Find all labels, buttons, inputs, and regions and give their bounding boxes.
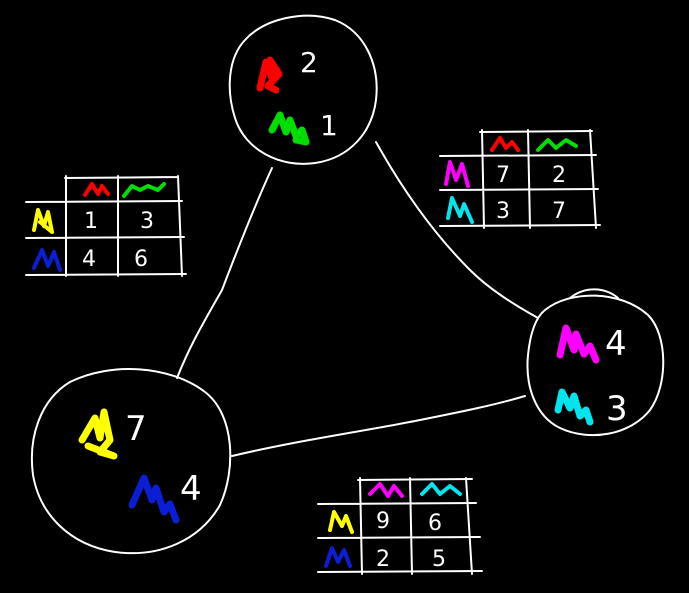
table-top-left-col2-green-icon — [122, 182, 166, 198]
table-top-right-col1-red-icon — [490, 136, 520, 152]
node-right-cyan-value: 3 — [606, 389, 628, 429]
node-left-circle — [30, 368, 232, 555]
table-top-right: 7 2 3 7 — [439, 129, 601, 229]
table-bottom-cell-r1c1: 9 — [376, 509, 390, 534]
green-scribble-icon — [268, 111, 310, 146]
node-right-magenta-value: 4 — [605, 324, 627, 364]
node-right: 4 3 — [526, 288, 665, 437]
edge-top-left — [176, 167, 273, 379]
table-bottom-col1-magenta-icon — [368, 482, 404, 498]
table-top-left: 1 3 4 6 — [25, 175, 187, 277]
table-top-left-row2-blue-icon — [32, 248, 62, 272]
table-top-left-row1-yellow-icon — [32, 208, 54, 234]
table-bottom-cell-r2c1: 2 — [376, 547, 390, 572]
table-bottom-cell-r2c2: 5 — [432, 547, 446, 572]
node-right-circle — [526, 294, 665, 437]
table-top-right-cell-r2c2: 7 — [552, 199, 566, 224]
table-top-right-row1-magenta-icon — [444, 160, 470, 188]
edge-top-right — [375, 141, 539, 319]
table-top-right-row2-cyan-icon — [446, 196, 474, 224]
node-top-red-value: 2 — [300, 46, 318, 79]
node-left-blue-value: 4 — [180, 469, 202, 509]
edge-left-right — [231, 395, 526, 457]
table-top-right-col2-green-icon — [536, 138, 578, 152]
node-left: 7 4 — [30, 368, 232, 555]
table-bottom-col2-cyan-icon — [420, 482, 462, 496]
table-top-left-cell-r2c2: 6 — [134, 247, 148, 272]
node-top-circle — [228, 14, 378, 165]
table-top-left-cell-r1c1: 1 — [84, 209, 98, 234]
table-bottom-grid — [317, 477, 483, 575]
table-top-right-cell-r1c1: 7 — [496, 163, 510, 188]
table-top-left-cell-r2c1: 4 — [82, 247, 96, 272]
table-top-left-grid — [25, 175, 187, 277]
table-bottom-cell-r1c2: 6 — [428, 511, 442, 536]
table-top-left-cell-r1c2: 3 — [140, 209, 154, 234]
table-top-left-col1-red-icon — [83, 182, 110, 197]
table-top-right-cell-r1c2: 2 — [552, 163, 566, 188]
table-bottom: 9 6 2 5 — [317, 477, 483, 575]
blue-scribble-icon — [128, 474, 180, 524]
yellow-scribble-icon — [78, 408, 118, 460]
table-top-right-grid — [439, 129, 601, 229]
cyan-scribble-icon — [554, 388, 594, 426]
node-left-yellow-value: 7 — [125, 409, 147, 449]
table-top-right-cell-r2c1: 3 — [496, 199, 510, 224]
magenta-scribble-icon — [556, 324, 600, 364]
node-right-top-curl — [569, 288, 619, 299]
table-bottom-row1-yellow-icon — [328, 510, 354, 534]
red-scribble-icon — [256, 56, 283, 94]
node-top-green-value: 1 — [320, 109, 338, 142]
table-bottom-row2-blue-icon — [324, 546, 352, 568]
node-top: 2 1 — [228, 14, 378, 165]
